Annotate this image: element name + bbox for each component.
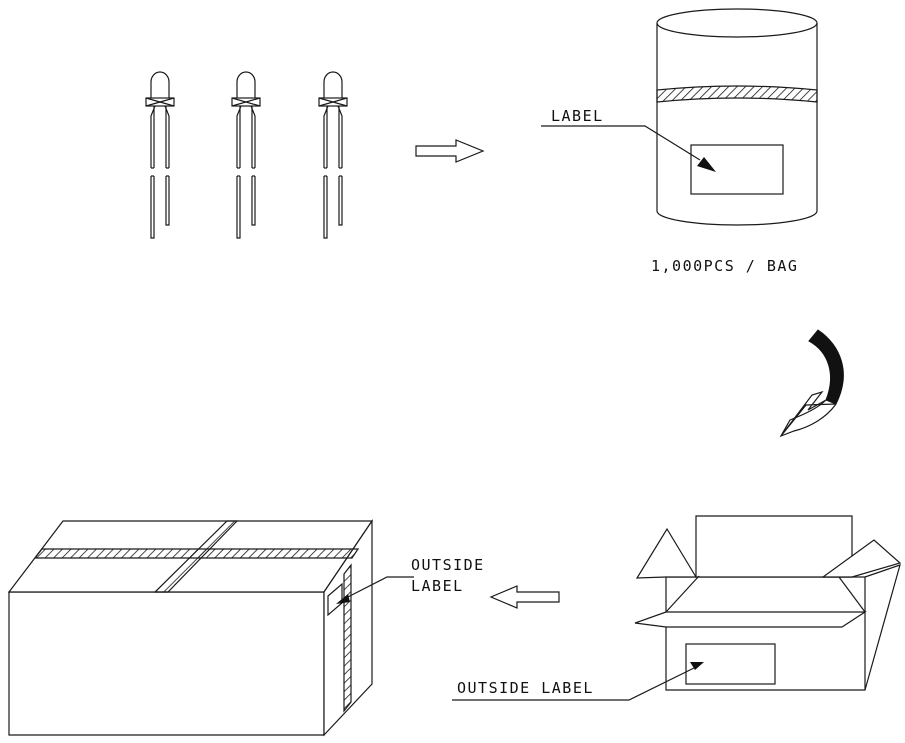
bag-seal-band [656, 85, 818, 103]
led-component-1 [145, 71, 175, 239]
tape-side-vertical [343, 563, 352, 713]
tape-top-diagonal [153, 520, 239, 593]
bag [656, 8, 818, 226]
carton-outside-label-arrowhead-icon [336, 594, 350, 604]
carton-outside-label-leader-line [341, 576, 414, 601]
carton-label-box [685, 643, 776, 685]
box-outside-label-arrowhead-icon [690, 662, 704, 670]
bag-quantity-text: 1,000PCS / BAG [651, 257, 798, 275]
led-group [145, 71, 348, 239]
sealed-carton [7, 519, 374, 737]
arrow-right-icon [415, 139, 485, 163]
led-component-3 [318, 71, 348, 239]
bag-label-leader-line [541, 125, 701, 161]
carton-outside-label-line2: LABEL [411, 577, 464, 595]
carton-outside-label-line1: OUTSIDE [411, 556, 485, 574]
box-outside-label-leader-line [452, 667, 695, 701]
curved-arrow-down-icon [779, 329, 844, 438]
bag-label-box [690, 144, 784, 195]
bag-label-arrowhead-icon [697, 157, 716, 172]
arrow-left-icon [489, 585, 560, 609]
bag-label-text: LABEL [551, 107, 604, 125]
box-outside-label-text: OUTSIDE LABEL [457, 679, 594, 697]
led-component-2 [231, 71, 261, 239]
open-carton [634, 515, 902, 691]
